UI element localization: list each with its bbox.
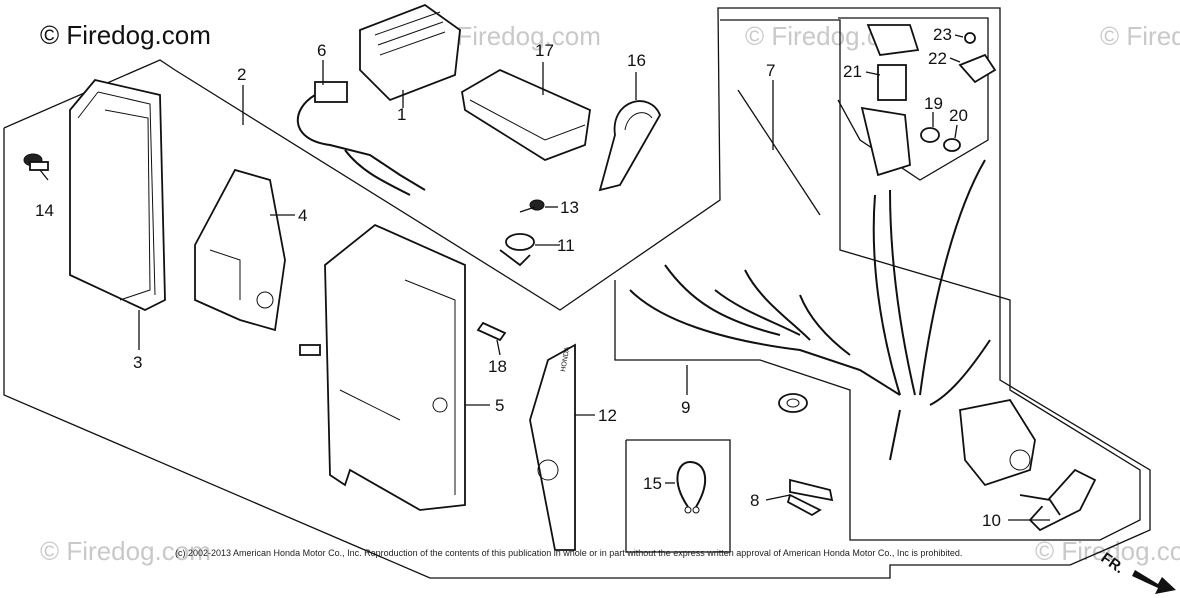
control-box-part-5	[299, 223, 466, 511]
callout-19: 19	[924, 94, 943, 113]
callout-18: 18	[488, 357, 507, 376]
group-outline-fuse	[837, 17, 989, 181]
callout-23: 23	[933, 25, 952, 44]
nut-part-19	[920, 127, 940, 143]
cover-part-3	[69, 78, 166, 311]
callout-5: 5	[495, 396, 504, 415]
plate-text: HONDA	[560, 346, 571, 372]
callout-3: 3	[133, 353, 142, 372]
group-outline-clips	[625, 439, 731, 553]
grommet	[778, 393, 808, 413]
clamp-part-11	[499, 233, 535, 267]
key-part-10	[1019, 468, 1097, 532]
callout-17: 17	[535, 41, 554, 60]
plate-part-12: HONDA	[529, 343, 576, 551]
callout-12: 12	[598, 406, 617, 425]
band-part-8	[786, 478, 834, 517]
callout-20: 20	[949, 106, 968, 125]
regulator-part-1	[359, 3, 461, 102]
clip-part-15	[676, 460, 707, 514]
watermark-main: © Firedog.com	[40, 20, 211, 50]
copyright-notice: (c) 2002-2013 American Honda Motor Co., …	[175, 548, 962, 558]
screw-part-14	[23, 153, 49, 171]
watermark-faded: © Firedog.com	[40, 536, 211, 566]
callout-2: 2	[237, 65, 246, 84]
washer-part-20	[943, 138, 961, 152]
callout-6: 6	[317, 41, 326, 60]
screw-part-13	[519, 199, 545, 213]
callout-21: 21	[843, 62, 862, 81]
callout-8: 8	[750, 491, 759, 510]
callout-14: 14	[35, 201, 54, 220]
rod-part-7	[737, 89, 821, 216]
leader-lines	[39, 34, 1050, 521]
callout-15: 15	[643, 474, 662, 493]
callout-7: 7	[766, 61, 775, 80]
callout-10: 10	[982, 511, 1001, 530]
group-outline-harness	[614, 19, 1141, 541]
pad-part-17	[461, 68, 591, 161]
washer-part-23	[964, 32, 976, 44]
callout-1: 1	[397, 105, 406, 124]
callout-16: 16	[627, 51, 646, 70]
starter-switch	[959, 398, 1036, 487]
callout-13: 13	[560, 198, 579, 217]
wire-harness-part-9	[629, 159, 991, 461]
callout-9: 9	[681, 398, 690, 417]
connector-part-6	[296, 81, 426, 196]
direction-arrow-icon	[1132, 570, 1176, 594]
watermark-faded: © Firedog.com	[1035, 536, 1180, 566]
callout-11: 11	[557, 236, 575, 255]
callout-22: 22	[928, 49, 947, 68]
terminal-part-22	[958, 53, 997, 84]
fuse-holder-part-21	[860, 24, 920, 177]
screw-part-18	[476, 321, 507, 342]
watermark-faded: © Firedog.com	[1100, 21, 1180, 51]
callout-4: 4	[298, 206, 307, 225]
group-outline-left	[3, 7, 1151, 579]
bracket-part-4	[194, 168, 286, 332]
band-part-16	[598, 100, 661, 192]
